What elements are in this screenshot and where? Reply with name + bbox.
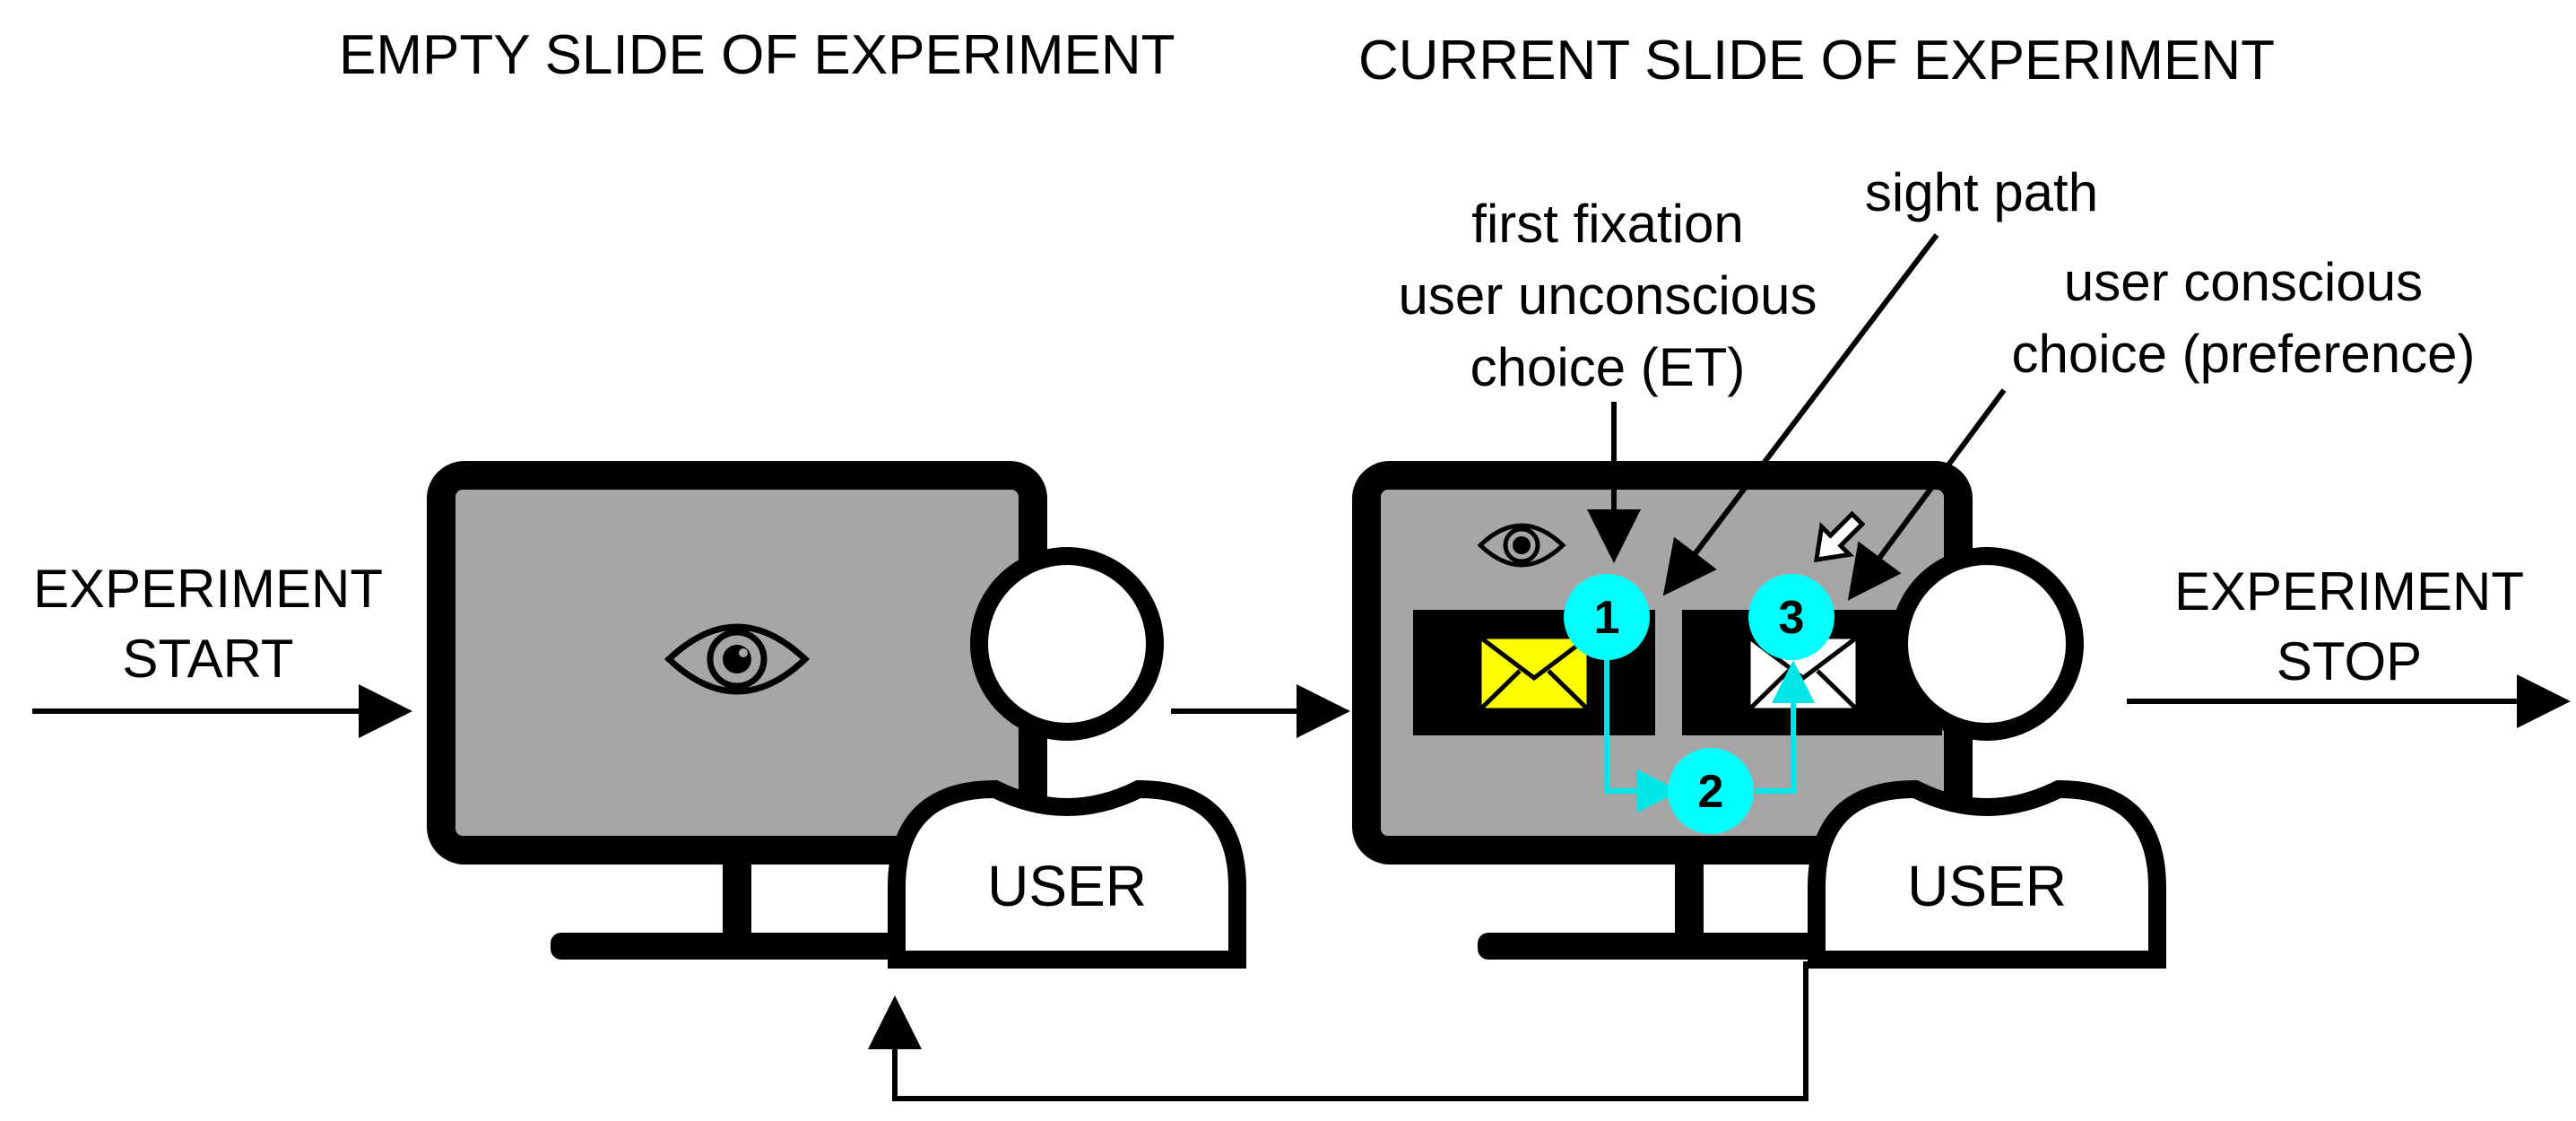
experiment-stop-label: EXPERIMENT bbox=[2174, 561, 2524, 621]
envelope-icon bbox=[1477, 634, 1592, 713]
first-fixation-label: first fixation bbox=[1471, 194, 1743, 254]
conscious-choice-label: user conscious bbox=[2064, 252, 2423, 312]
fixation-marker-3: 3 bbox=[1748, 574, 1834, 660]
fixation-marker-1: 1 bbox=[1564, 574, 1650, 660]
experiment-start-label-2: START bbox=[122, 629, 293, 689]
svg-text:1: 1 bbox=[1594, 592, 1620, 644]
loop-back-arrow bbox=[868, 961, 1808, 1101]
experiment-start-label: EXPERIMENT bbox=[33, 559, 383, 619]
svg-text:3: 3 bbox=[1779, 592, 1805, 644]
sight-path-arrow bbox=[1662, 233, 1939, 596]
empty-slide-title: EMPTY SLIDE OF EXPERIMENT bbox=[339, 24, 1175, 86]
experiment-stop-label-2: STOP bbox=[2277, 631, 2422, 691]
conscious-choice-arrow bbox=[1847, 388, 2007, 601]
fixation-marker-2: 2 bbox=[1668, 748, 1754, 834]
user-icon bbox=[888, 547, 1246, 969]
user-icon bbox=[1808, 547, 2166, 969]
first-fixation-label-3: choice (ET) bbox=[1470, 337, 1746, 397]
eye-icon bbox=[1477, 523, 1566, 568]
sight-path-label: sight path bbox=[1865, 162, 2098, 222]
sight-path-line bbox=[1604, 650, 1815, 813]
user-label-left: USER bbox=[987, 854, 1147, 918]
conscious-choice-label-2: choice (preference) bbox=[2012, 324, 2476, 384]
eye-icon bbox=[664, 623, 811, 695]
user-label-right: USER bbox=[1907, 854, 2067, 918]
first-fixation-label-2: user unconscious bbox=[1399, 265, 1817, 326]
current-slide-title: CURRENT SLIDE OF EXPERIMENT bbox=[1358, 30, 2275, 91]
svg-text:2: 2 bbox=[1698, 766, 1724, 818]
